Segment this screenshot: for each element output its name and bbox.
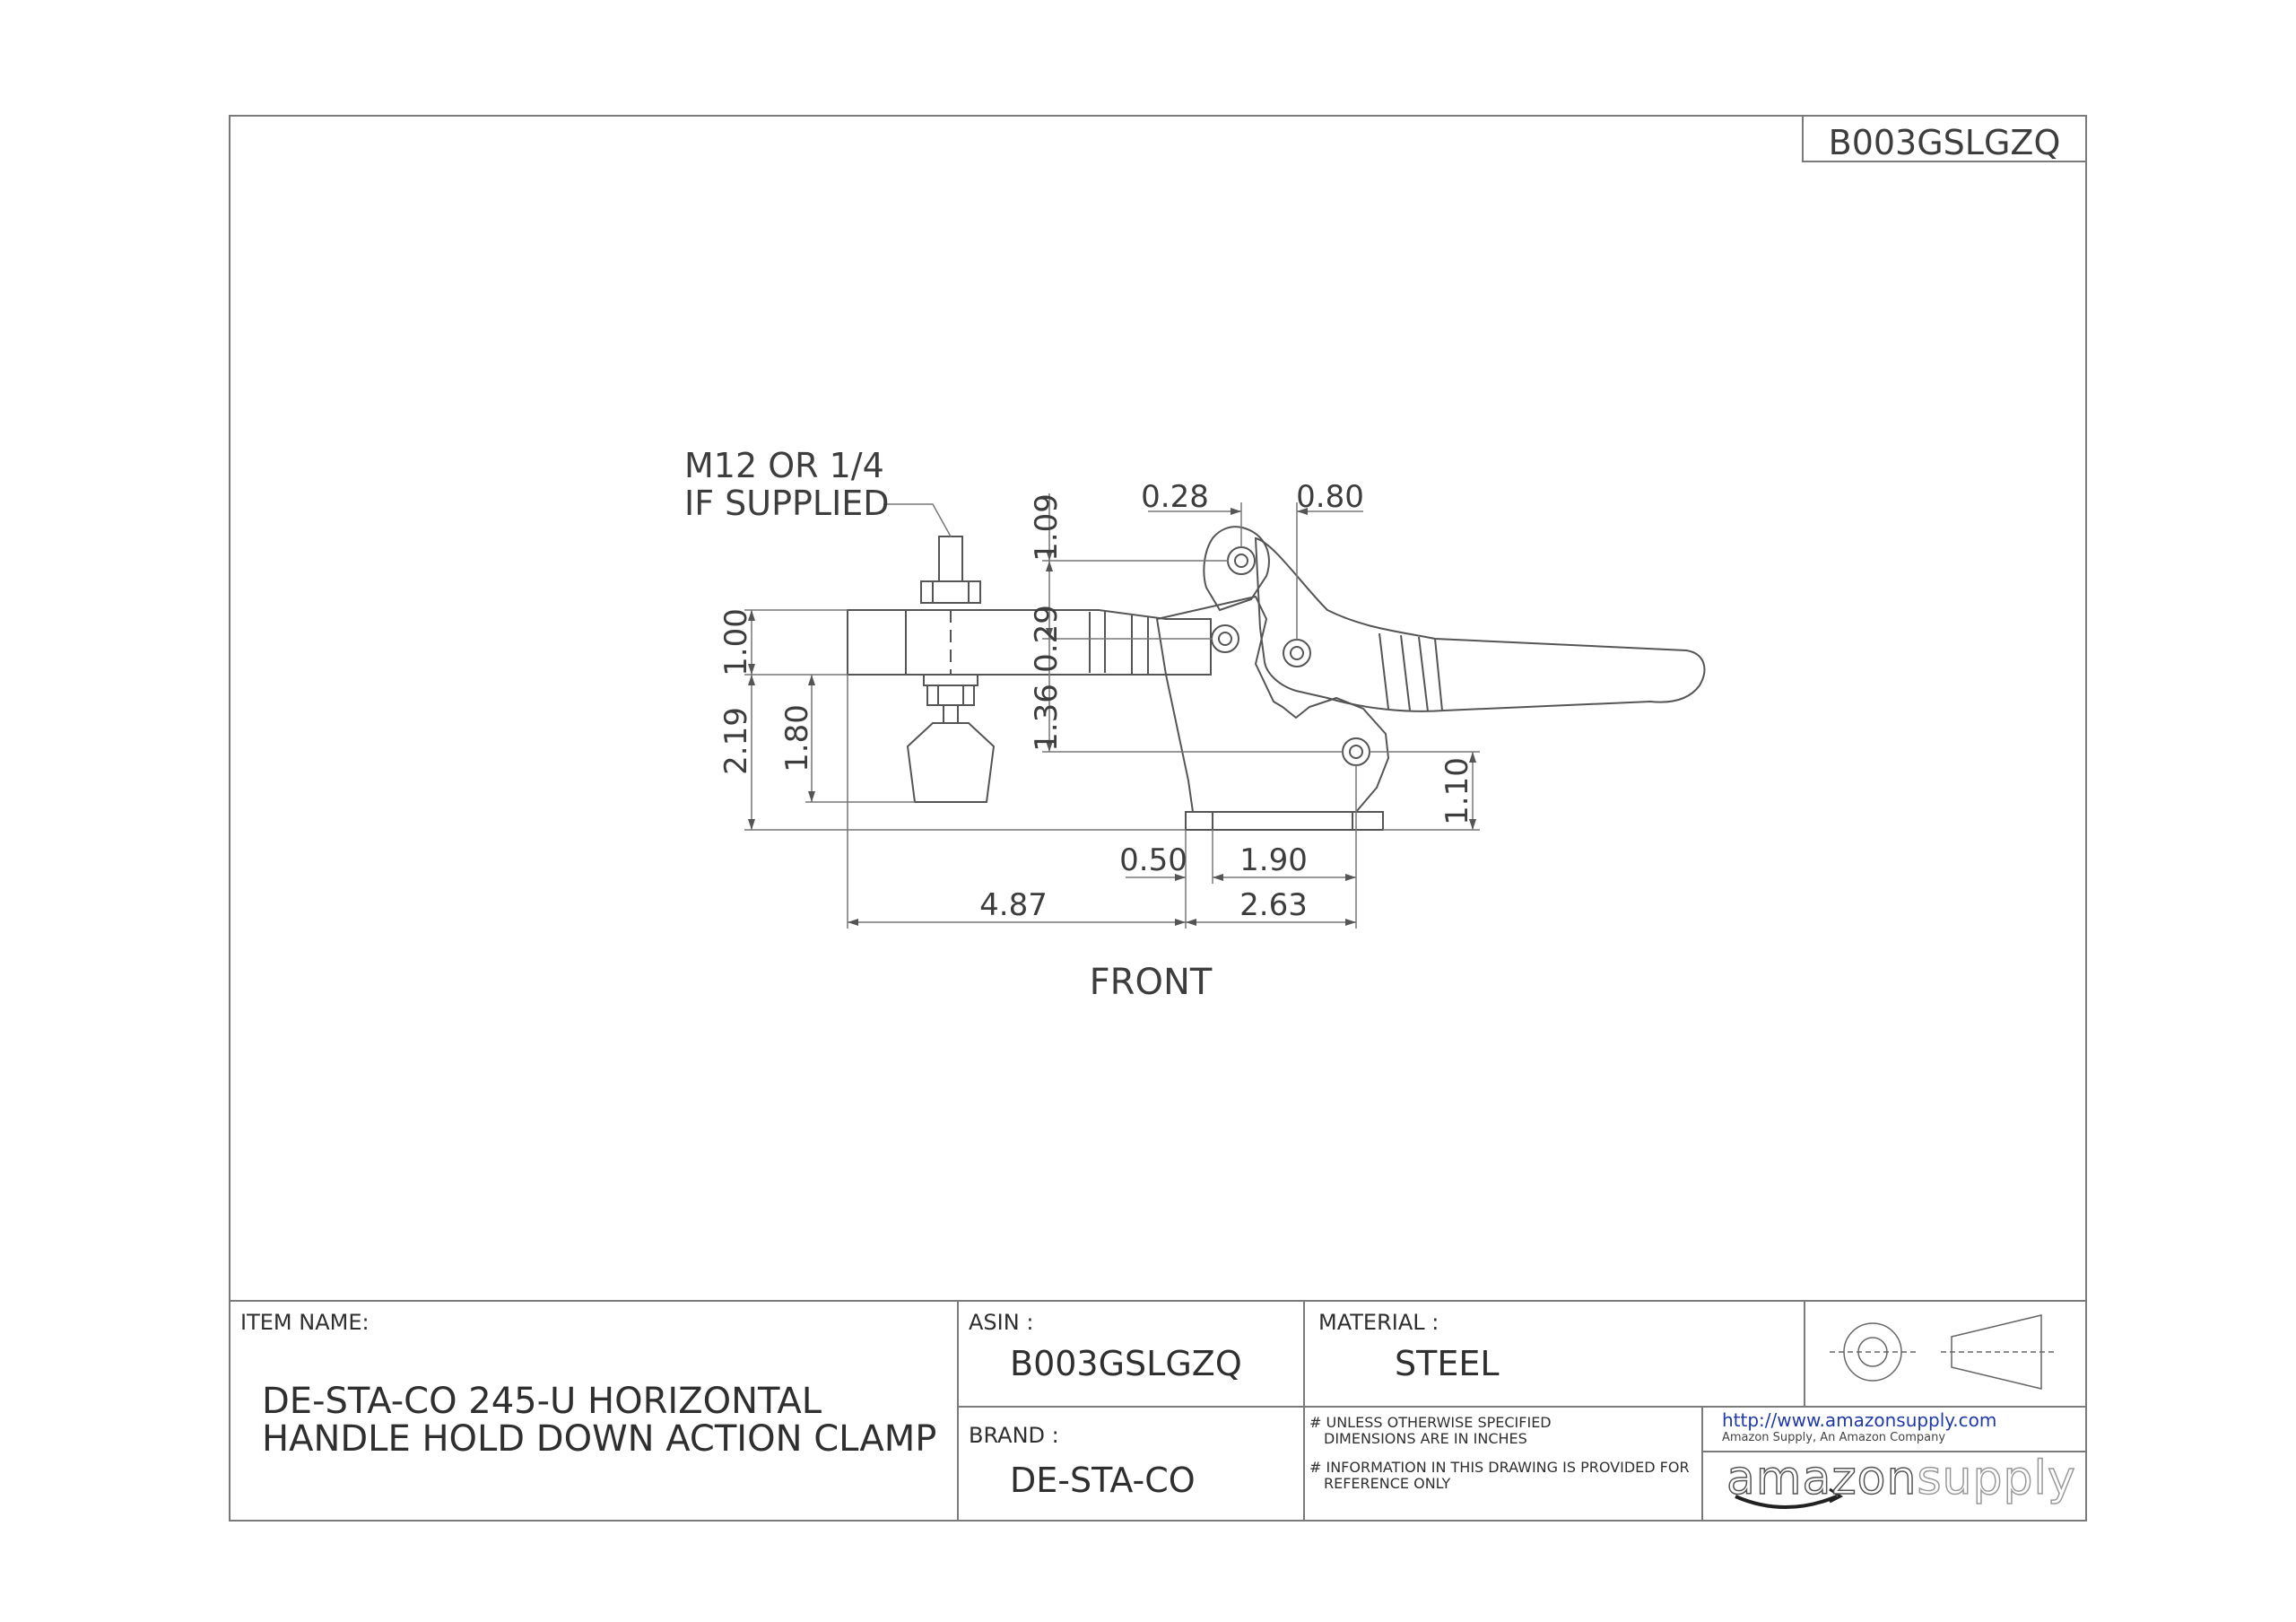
title-block-grid xyxy=(229,1300,2087,1522)
asin-tag: B003GSLGZQ xyxy=(1829,123,2061,162)
projection-symbol xyxy=(1830,1314,2054,1390)
dim-2-19: 2.19 xyxy=(718,707,754,775)
note-1-line-2: DIMENSIONS ARE IN INCHES xyxy=(1324,1430,1527,1447)
pivot-pin-3 xyxy=(1283,639,1311,667)
clamp-handle xyxy=(1254,536,1706,712)
dim-0-50: 0.50 xyxy=(1119,842,1187,878)
dim-0-80: 0.80 xyxy=(1296,479,1364,515)
dim-2-63: 2.63 xyxy=(1239,887,1308,923)
brand-label: BRAND : xyxy=(969,1423,1059,1448)
dim-1-10: 1.10 xyxy=(1439,757,1475,825)
spindle-thread xyxy=(938,536,963,582)
note-2-line-1: # INFORMATION IN THIS DRAWING IS PROVIDE… xyxy=(1309,1459,1690,1476)
dim-1-36: 1.36 xyxy=(1029,684,1065,752)
logo-word-supply: supply xyxy=(1917,1451,2076,1506)
dim-0-29: 0.29 xyxy=(1029,605,1065,673)
dimension-arrows xyxy=(748,508,1476,926)
pivot-pin-2 xyxy=(1211,624,1239,653)
dim-4-87: 4.87 xyxy=(979,887,1048,923)
note-1-line-1: # UNLESS OTHERWISE SPECIFIED xyxy=(1309,1414,1552,1431)
callout-line-2: IF SUPPLIED xyxy=(684,484,890,523)
brand-value: DE-STA-CO xyxy=(1010,1461,1196,1500)
pivot-pin-4 xyxy=(1342,737,1370,766)
asin-label: ASIN : xyxy=(969,1310,1034,1335)
company-name: Amazon Supply, An Amazon Company xyxy=(1722,1431,1946,1444)
logo-word-amazon: amazon xyxy=(1726,1451,1918,1506)
base-plate xyxy=(1185,811,1384,831)
dimension-lines xyxy=(744,493,1480,929)
clamp-front-view xyxy=(847,526,1706,831)
logo-smile xyxy=(1735,1495,1838,1509)
drawing-frame xyxy=(229,115,2087,1522)
item-name-line-2: HANDLE HOLD DOWN ACTION CLAMP xyxy=(262,1418,937,1460)
spindle-top-nut xyxy=(920,580,981,604)
asin-value: B003GSLGZQ xyxy=(1010,1344,1242,1383)
dim-1-80: 1.80 xyxy=(779,704,815,772)
item-name-line-1: DE-STA-CO 245-U HORIZONTAL xyxy=(262,1381,822,1422)
website-link[interactable]: http://www.amazonsupply.com xyxy=(1722,1409,1997,1431)
note-2-line-2: REFERENCE ONLY xyxy=(1324,1475,1451,1492)
view-label: FRONT xyxy=(1090,962,1213,1003)
dim-0-28: 0.28 xyxy=(1141,479,1209,515)
amazonsupply-logo: amazonsupply xyxy=(1726,1451,2076,1506)
material-value: STEEL xyxy=(1395,1344,1500,1383)
asin-tag-box xyxy=(1802,117,2087,162)
spindle-tip xyxy=(906,722,996,803)
material-label: MATERIAL : xyxy=(1318,1310,1439,1335)
clamp-link xyxy=(1203,526,1270,612)
callout-line-1: M12 OR 1/4 xyxy=(684,446,884,485)
spindle-bottom-nut xyxy=(926,685,975,706)
item-name-label: ITEM NAME: xyxy=(240,1310,370,1335)
dim-1-90: 1.90 xyxy=(1239,842,1308,878)
pivot-pin-1 xyxy=(1227,546,1256,575)
dim-1-00: 1.00 xyxy=(718,608,754,676)
dim-1-09: 1.09 xyxy=(1029,493,1065,562)
